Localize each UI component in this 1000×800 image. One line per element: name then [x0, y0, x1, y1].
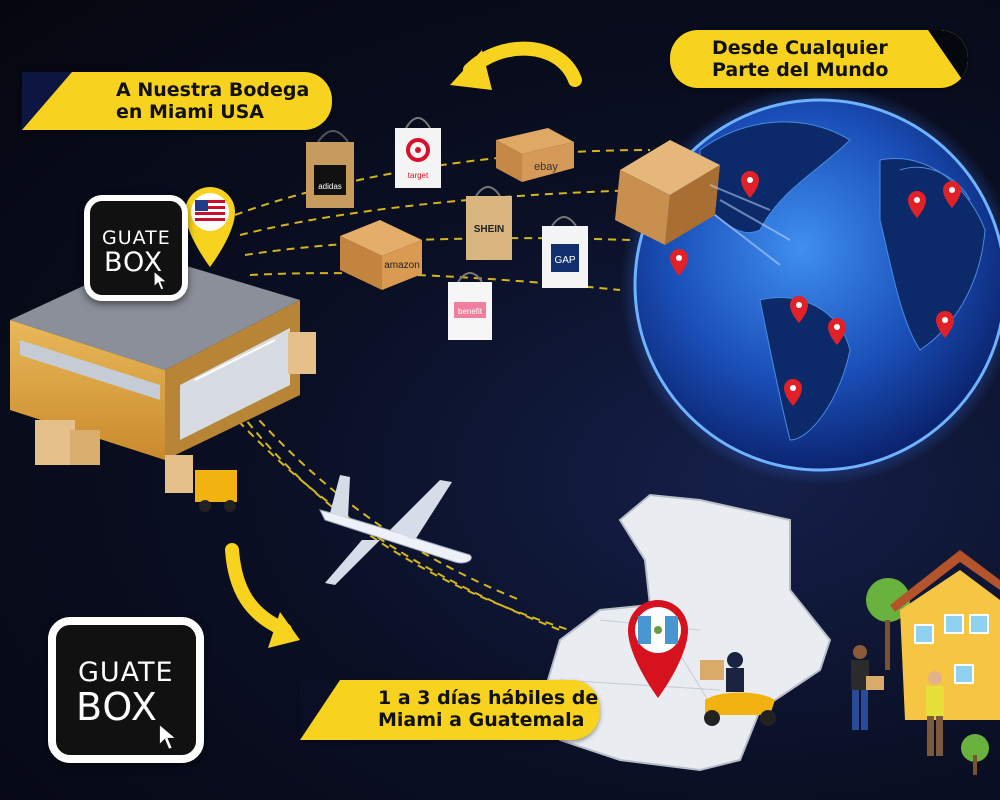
worldwide-banner: Desde Cualquier Parte del Mundo	[670, 30, 968, 88]
logo-line1: GUATE	[78, 657, 174, 688]
adidas-bag: adidas	[306, 130, 354, 208]
adidas-label: adidas	[318, 182, 342, 191]
delivery-person	[851, 645, 884, 730]
shein-bag: SHEIN	[466, 186, 512, 260]
store-packages: adidas target ebay SHEIN amazon	[306, 117, 588, 340]
delivery-time-banner: 1 a 3 días hábiles de Miami a Guatemala	[300, 680, 600, 740]
amazon-box: amazon	[340, 220, 422, 290]
logo-line1: GUATE	[102, 227, 171, 249]
worldwide-banner-line2: Parte del Mundo	[712, 58, 889, 81]
ebay-box: ebay	[496, 128, 574, 182]
shein-label: SHEIN	[474, 224, 505, 235]
delivery-time-line2: Miami a Guatemala	[378, 708, 585, 731]
arrow-to-guatemala	[225, 543, 300, 648]
arrow-to-warehouse	[450, 41, 582, 90]
gap-label: GAP	[554, 255, 575, 266]
delivery-time-line1: 1 a 3 días hábiles de	[378, 687, 599, 709]
worldwide-banner-line1: Desde Cualquier	[712, 37, 888, 59]
benefit-label: benefit	[458, 307, 483, 316]
guatemala-flag-icon	[638, 616, 678, 644]
guatebox-logo-large: GUATE BOX	[48, 617, 204, 763]
banner-notch	[300, 680, 340, 740]
target-bag: target	[395, 117, 441, 188]
cursor-icon	[153, 269, 169, 291]
airplane	[319, 475, 472, 585]
logo-line2: BOX	[104, 247, 164, 278]
customer-person	[926, 671, 944, 756]
delivery-scooter	[700, 652, 776, 726]
guatebox-logo-small: GUATE BOX	[84, 195, 188, 301]
location-pins	[670, 171, 961, 406]
flying-box	[615, 140, 791, 266]
gap-bag: GAP	[542, 216, 588, 288]
house	[866, 550, 1000, 775]
target-label: target	[408, 171, 429, 180]
warehouse-banner-line2: en Miami USA	[116, 100, 265, 123]
warehouse	[10, 187, 316, 512]
warehouse-banner-line1: A Nuestra Bodega	[116, 79, 310, 101]
logo-line2: BOX	[76, 685, 158, 729]
banner-notch	[22, 72, 72, 130]
benefit-bag: benefit	[448, 272, 492, 340]
warehouse-banner: A Nuestra Bodega en Miami USA	[22, 72, 332, 130]
ebay-label: ebay	[534, 161, 558, 173]
amazon-label: amazon	[384, 260, 420, 271]
cursor-icon	[158, 721, 180, 751]
usa-flag-icon	[195, 200, 225, 224]
